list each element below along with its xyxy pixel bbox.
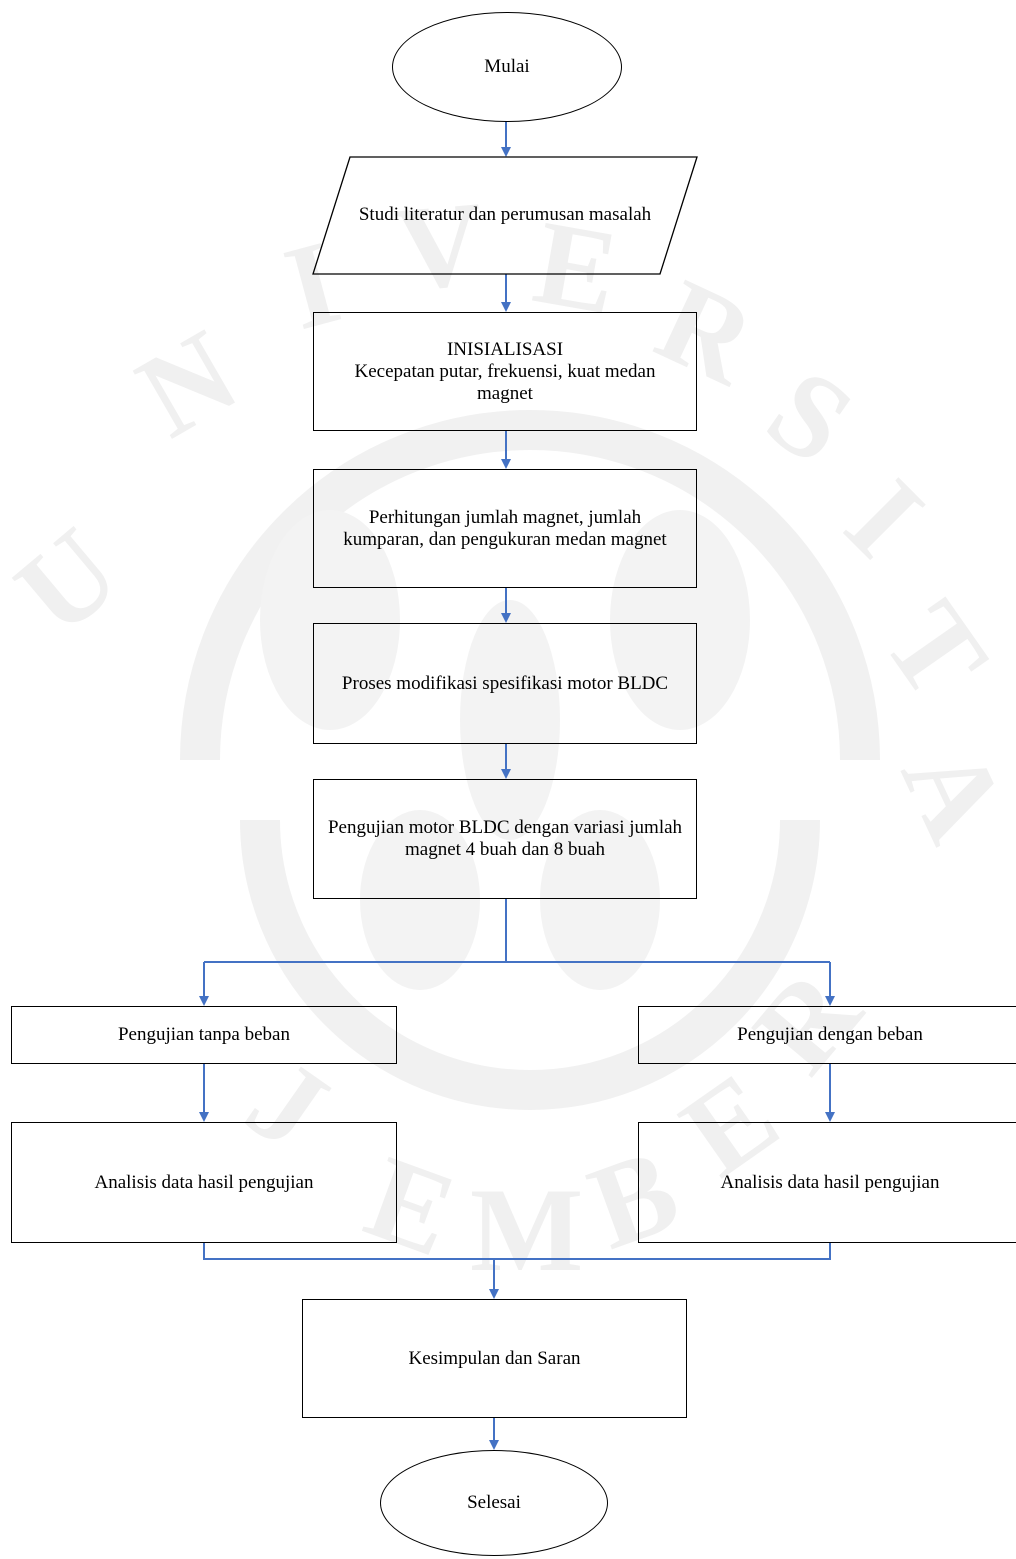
conclusion-label: Kesimpulan dan Saran: [408, 1347, 581, 1369]
no-load-test-box: Pengujian tanpa beban: [11, 1006, 397, 1064]
literature-parallelogram: [312, 156, 698, 275]
svg-text:M: M: [470, 1163, 583, 1296]
no-load-label: Pengujian tanpa beban: [117, 1024, 290, 1045]
test-line2: magnet 4 buah dan 8 buah: [405, 839, 605, 860]
testing-box: Pengujian motor BLDC dengan variasi juml…: [313, 779, 697, 899]
with-load-label: Pengujian dengan beban: [737, 1024, 923, 1045]
with-load-test-box: Pengujian dengan beban: [638, 1006, 1016, 1064]
calc-line1: Perhitungan jumlah magnet, jumlah: [368, 506, 642, 528]
analysis-right-box: Analisis data hasil pengujian: [638, 1122, 1016, 1243]
literature-label-box: Studi literatur dan perumusan masalah: [340, 156, 670, 274]
test-line1: Pengujian motor BLDC dengan variasi juml…: [327, 817, 683, 838]
modify-label: Proses modifikasi spesifikasi motor BLDC: [341, 672, 669, 694]
literature-label: Studi literatur dan perumusan masalah: [358, 204, 652, 225]
svg-text:V: V: [391, 176, 489, 316]
end-label: Selesai: [467, 1492, 521, 1513]
init-line2: magnet: [477, 382, 533, 404]
conclusion-box: Kesimpulan dan Saran: [302, 1299, 687, 1418]
analysis-left-box: Analisis data hasil pengujian: [11, 1122, 397, 1243]
init-line1: Kecepatan putar, frekuensi, kuat medan: [354, 360, 656, 382]
calculation-box: Perhitungan jumlah magnet, jumlah kumpar…: [313, 469, 697, 588]
calc-line2: kumparan, dan pengukuran medan magnet: [343, 528, 667, 550]
modification-box: Proses modifikasi spesifikasi motor BLDC: [313, 623, 697, 744]
analysis-left-label: Analisis data hasil pengujian: [94, 1171, 314, 1193]
analysis-right-label: Analisis data hasil pengujian: [720, 1171, 940, 1193]
start-terminator: Mulai: [392, 12, 622, 122]
merge-line: [203, 1242, 831, 1260]
init-title: INISIALISASI: [446, 338, 564, 360]
initialization-box: INISIALISASI Kecepatan putar, frekuensi,…: [313, 312, 697, 431]
start-label: Mulai: [484, 56, 530, 77]
end-terminator: Selesai: [380, 1450, 608, 1556]
